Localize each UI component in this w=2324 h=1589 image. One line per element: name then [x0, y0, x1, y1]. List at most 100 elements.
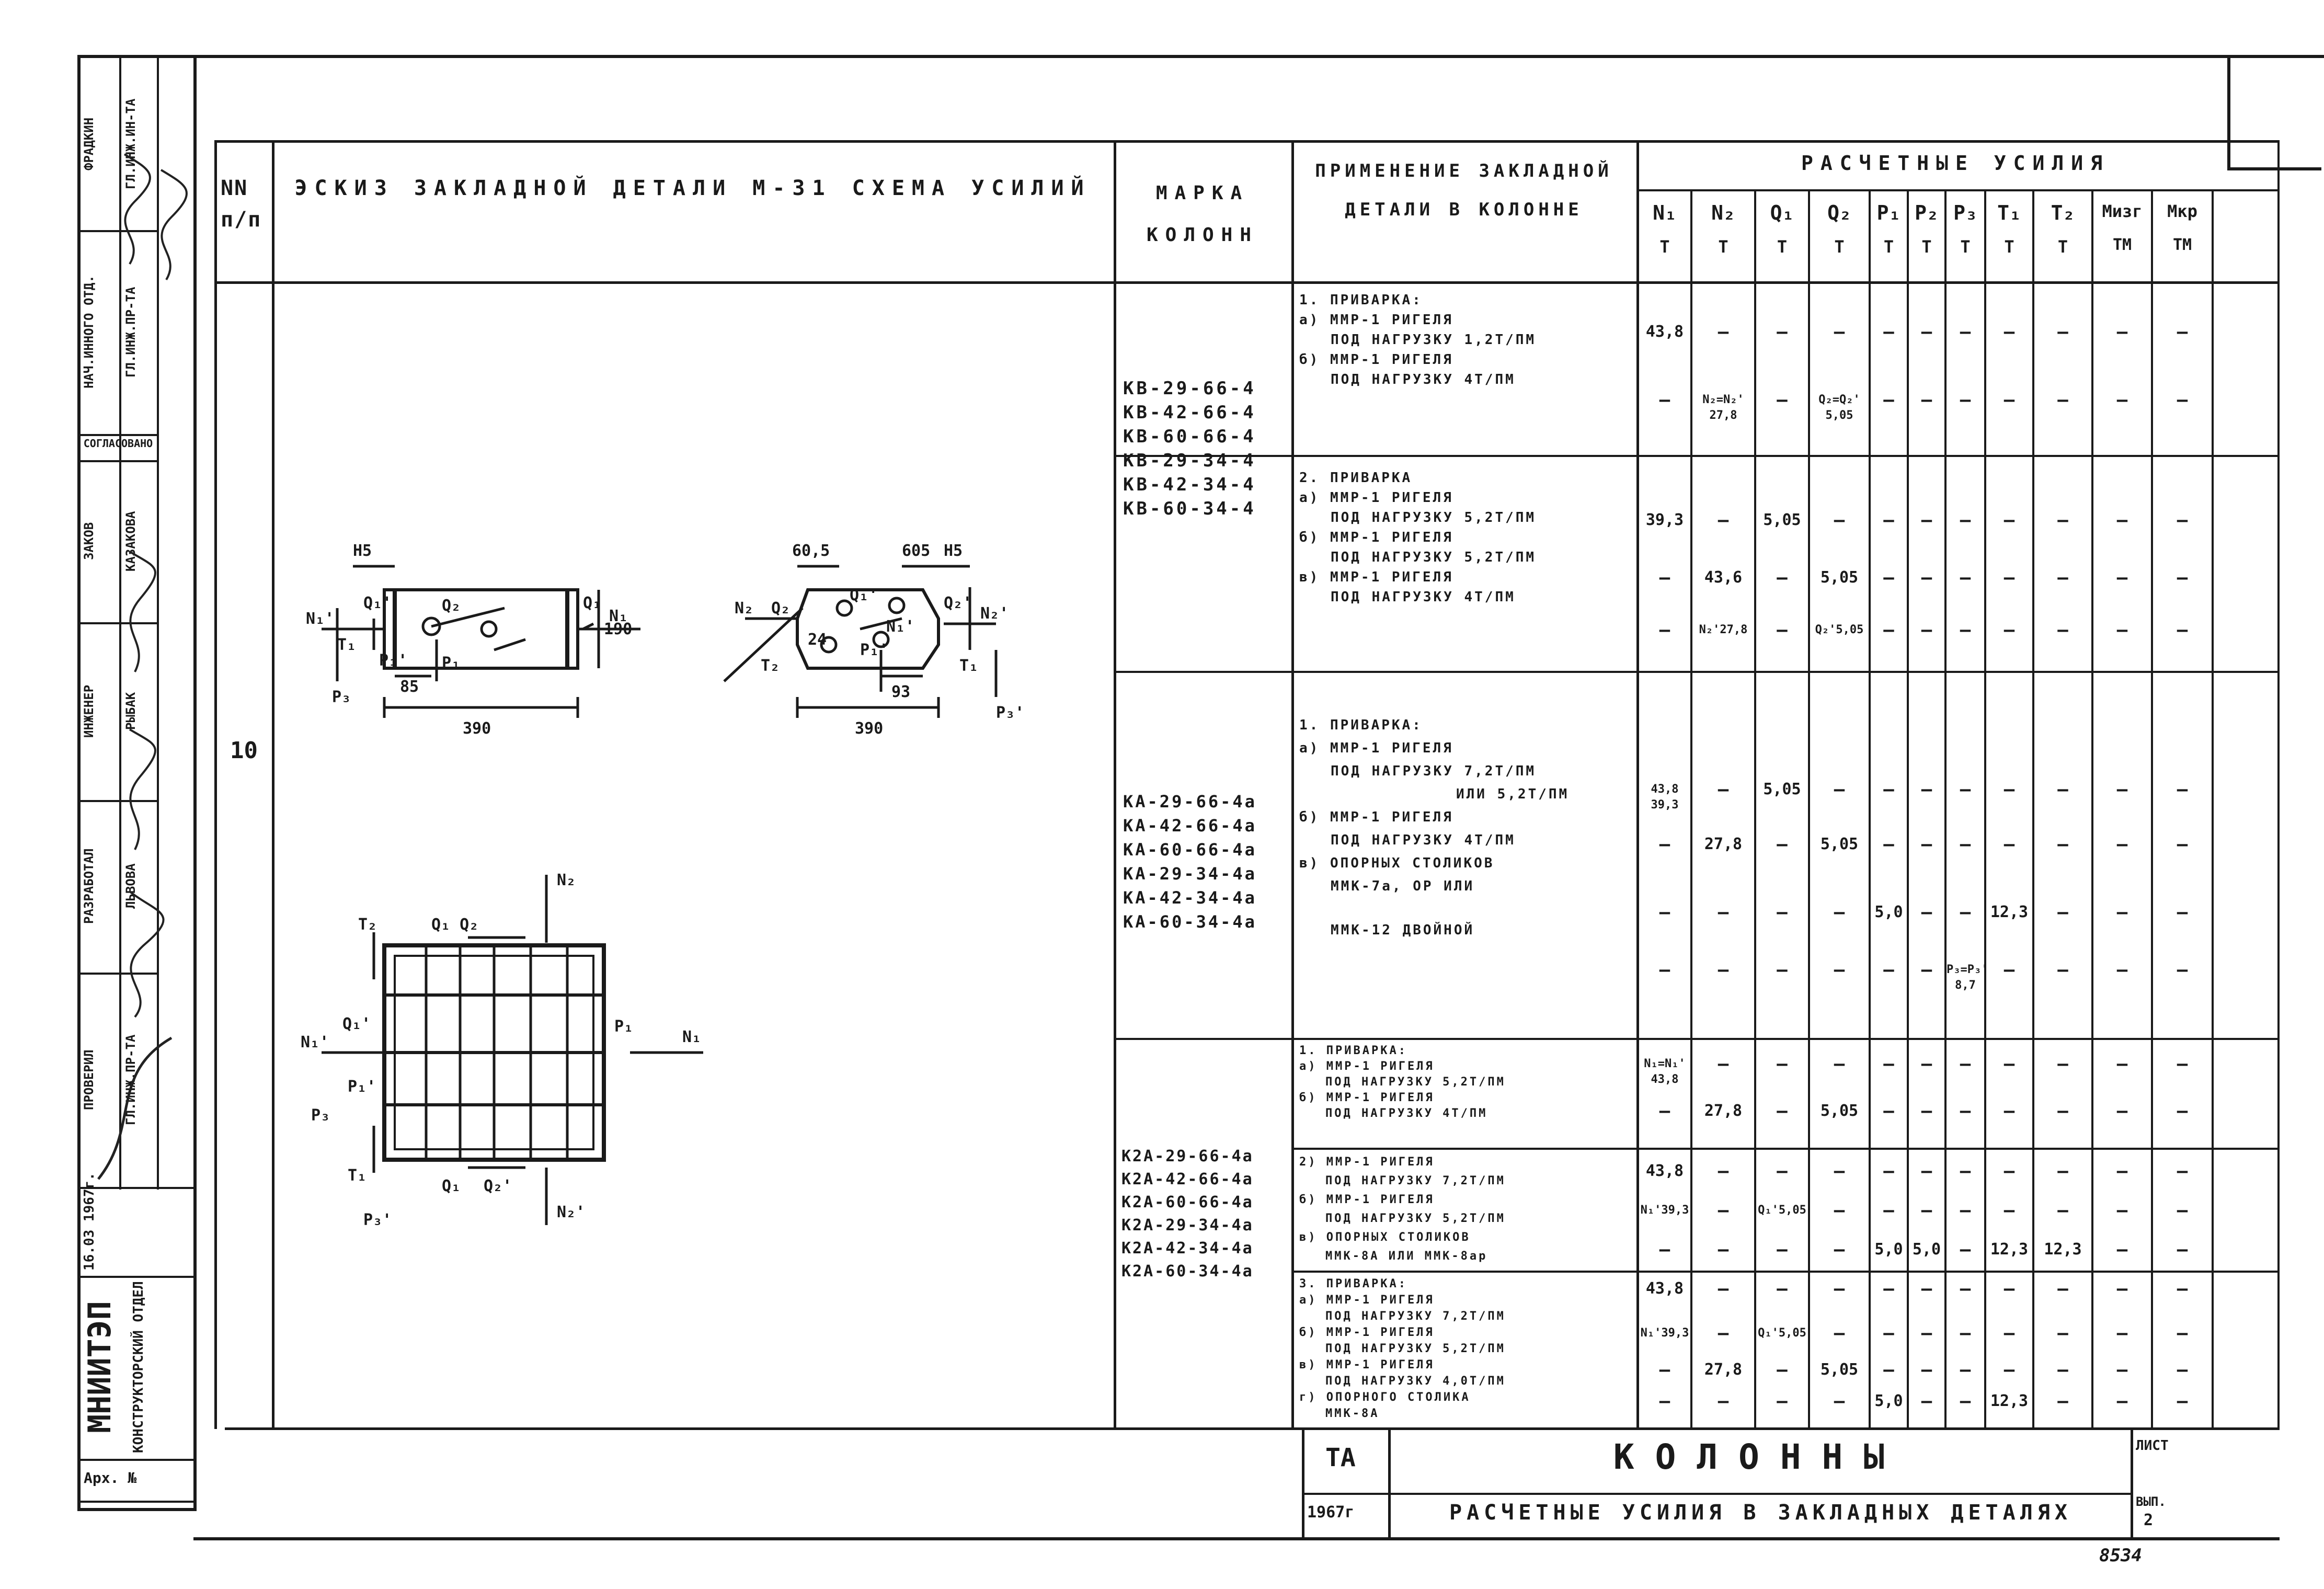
sk-l-190: 190	[604, 620, 632, 638]
sk-p-q1q2: Q₁ Q₂	[431, 916, 478, 934]
force-value: —	[1659, 834, 1670, 855]
force-value: —	[1883, 1161, 1894, 1182]
force-value: —	[2116, 1161, 2128, 1182]
force-value: 5,0	[1874, 903, 1903, 921]
force-value: —	[2116, 1391, 2128, 1412]
force-value: 27,8	[1704, 1361, 1743, 1379]
force-value: 5,05	[1820, 568, 1859, 587]
title-code: ТА	[1325, 1443, 1356, 1472]
force-value: 12,3	[1990, 903, 2029, 921]
force-value: —	[2116, 1359, 2128, 1380]
row-number: 10	[230, 737, 258, 764]
force-value: —	[2177, 1359, 2188, 1380]
force-value: 43,8	[1645, 323, 1684, 341]
force-value: —	[1921, 1101, 1932, 1122]
force-value: Q₂=Q₂' 5,05	[1818, 393, 1860, 422]
force-value: —	[2057, 834, 2068, 855]
force-value: —	[1718, 1054, 1729, 1074]
force-value: —	[1921, 567, 1932, 588]
force-value: —	[2116, 959, 2128, 980]
sk-p-p3p: P₃'	[363, 1211, 392, 1229]
force-value: —	[1659, 1391, 1670, 1412]
header-forces: РАСЧЕТНЫЕ УСИЛИЯ	[1801, 152, 2110, 175]
sk-l-q1p: Q₁'	[363, 594, 392, 612]
header-mark: МАРКА КОЛОНН	[1146, 182, 1259, 246]
force-value: P₃=P₃' 8,7	[1947, 963, 1988, 992]
force-value: —	[1659, 1359, 1670, 1380]
group-2-marks: К2А-29-66-4а К2А-42-66-4а К2А-60-66-4а К…	[1121, 1147, 1254, 1281]
force-value: —	[1921, 1161, 1932, 1182]
force-value: —	[1718, 902, 1729, 923]
force-value: —	[2004, 1200, 2015, 1221]
force-value: —	[1960, 1391, 1971, 1412]
force-value: —	[2116, 1239, 2128, 1260]
sk-r-605a: 60,5	[792, 542, 830, 560]
force-value: —	[2004, 1323, 2015, 1344]
sk-l-t1: T₁	[337, 636, 356, 654]
force-value: —	[1834, 1054, 1845, 1074]
force-value: —	[1777, 1359, 1788, 1380]
force-value: —	[1921, 1278, 1932, 1299]
force-value: —	[2004, 959, 2015, 980]
force-value: N₂=N₂' 27,8	[1702, 393, 1744, 422]
force-value: N₁'39,3	[1640, 1204, 1689, 1217]
force-value: 5,05	[1763, 511, 1801, 529]
force-value: —	[1777, 322, 1788, 342]
force-value: —	[1883, 1101, 1894, 1122]
sk-l-q2: Q₂	[442, 597, 461, 615]
force-value: —	[1921, 620, 1932, 641]
title-year: 1967г	[1307, 1503, 1355, 1522]
force-value: —	[1834, 1239, 1845, 1260]
force-value: —	[1921, 510, 1932, 531]
signatures-graphic	[97, 153, 188, 1180]
force-value: —	[1659, 390, 1670, 410]
force-value: —	[2004, 1101, 2015, 1122]
force-value: —	[2177, 567, 2188, 588]
force-value: —	[1777, 390, 1788, 410]
force-value: —	[1718, 1239, 1729, 1260]
force-value: —	[1921, 390, 1932, 410]
force-value: —	[1921, 902, 1932, 923]
force-value: —	[2004, 322, 2015, 342]
force-value: —	[2116, 567, 2128, 588]
sk-l-q1: Q₁	[583, 594, 602, 612]
sk-p-t2: T₂	[358, 916, 377, 934]
force-value: —	[1834, 1200, 1845, 1221]
header-no: NN п/п	[221, 176, 262, 232]
sk-l-p3: P₃	[332, 688, 351, 706]
sk-r-q1p: Q₁'	[850, 586, 878, 604]
force-value: Q₂'5,05	[1815, 623, 1864, 636]
force-value: —	[1883, 959, 1894, 980]
force-value: —	[1921, 834, 1932, 855]
app-g2-c1: 2) ММР-1 РИГЕЛЯ ПОД НАГРУЗКУ 7,2Т/ПМ б) …	[1299, 1156, 1506, 1263]
sk-r-24: 24	[808, 631, 827, 649]
force-value: —	[1659, 959, 1670, 980]
force-value: —	[1718, 959, 1729, 980]
force-value: 5,0	[1874, 1392, 1903, 1410]
force-value: —	[2004, 1278, 2015, 1299]
force-value: —	[1960, 567, 1971, 588]
force-value: —	[1777, 620, 1788, 641]
force-value: —	[2116, 1200, 2128, 1221]
force-value: —	[1718, 779, 1729, 800]
force-value: —	[1921, 959, 1932, 980]
force-value: —	[2057, 1359, 2068, 1380]
force-value: —	[1921, 322, 1932, 342]
force-value: —	[2116, 1278, 2128, 1299]
force-value: —	[2004, 567, 2015, 588]
force-value: —	[2177, 322, 2188, 342]
force-value: —	[1777, 1278, 1788, 1299]
sk-l-85: 85	[400, 678, 419, 696]
sk-r-q2p: Q₂'	[944, 594, 972, 612]
force-value: —	[2057, 1323, 2068, 1344]
force-value: —	[2116, 1101, 2128, 1122]
force-value: 12,3	[1990, 1240, 2029, 1259]
force-value: —	[1883, 510, 1894, 531]
force-value: —	[2177, 959, 2188, 980]
force-value: —	[1883, 779, 1894, 800]
force-value: —	[1777, 567, 1788, 588]
force-value: —	[2177, 1391, 2188, 1412]
sk-p-p1: P₁	[614, 1018, 633, 1036]
force-value: —	[2004, 779, 2015, 800]
